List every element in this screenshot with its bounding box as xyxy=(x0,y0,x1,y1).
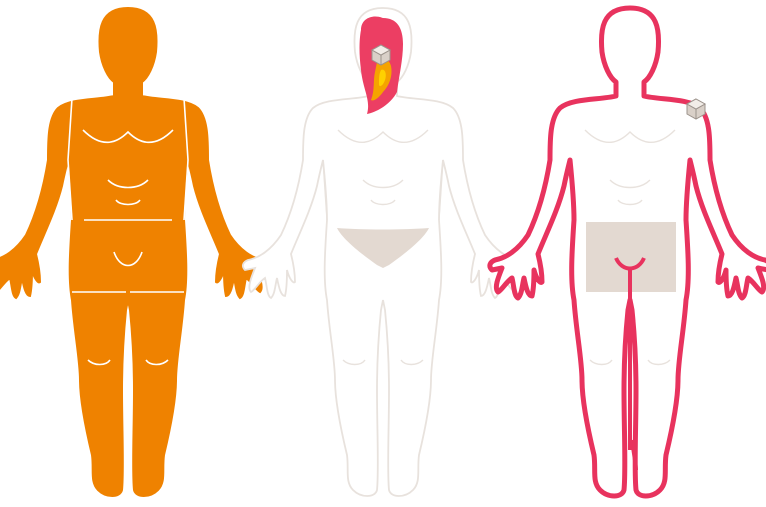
figure-head-neck-burn xyxy=(243,8,523,496)
dressing-cube-icon xyxy=(372,45,390,65)
full-body-burn-silhouette xyxy=(0,8,268,496)
figure-full-body-burn xyxy=(0,8,268,496)
dressing-cube-icon xyxy=(687,99,705,119)
figure-body-outline-burn xyxy=(490,8,766,496)
